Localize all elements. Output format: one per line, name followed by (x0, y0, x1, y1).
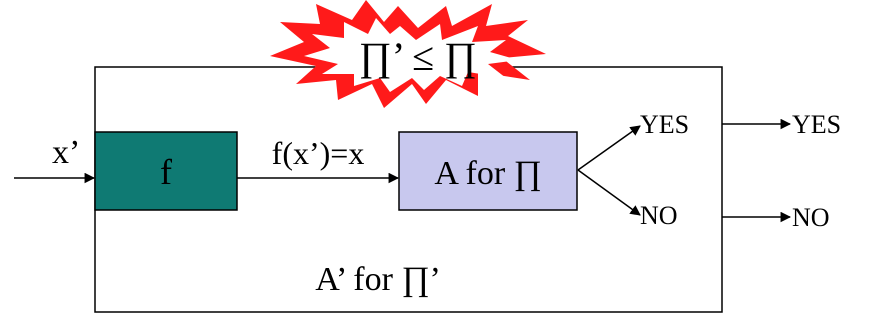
yes-outer-label: YES (792, 110, 841, 139)
input-label: x’ (52, 134, 80, 171)
no-inner-label: NO (640, 201, 678, 230)
starburst-callout: ∏’ ≤ ∏ (270, 0, 546, 108)
a-label: A for ∏ (434, 155, 541, 192)
f-label: f (160, 152, 172, 192)
burst-label: ∏’ ≤ ∏ (359, 34, 477, 79)
a-box (398, 131, 578, 211)
starburst-center (304, 18, 518, 92)
yes-branch-arrow (577, 125, 641, 171)
f-box (94, 131, 238, 211)
outer-label: A’ for ∏’ (315, 261, 441, 298)
no-outer-label: NO (792, 203, 830, 232)
yes-inner-label: YES (640, 110, 689, 139)
no-branch-arrow (577, 169, 641, 216)
middle-label: f(x’)=x (272, 135, 365, 171)
